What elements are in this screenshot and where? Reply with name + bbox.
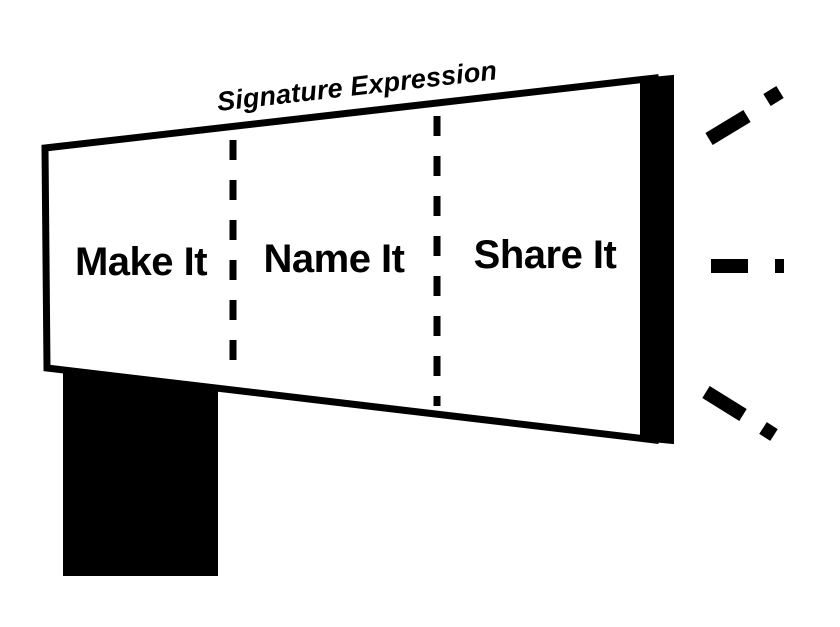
sound-wave-bottom-long [702,386,747,421]
segment-label-make-it: Make It [75,240,207,284]
segment-label-share-it: Share It [474,233,617,277]
megaphone-handle [63,368,218,576]
sound-wave-top-long [705,110,751,145]
segment-label-name-it: Name It [264,237,405,281]
sound-wave-bottom-short [759,422,778,441]
megaphone-rim [640,74,674,445]
sound-wave-top-short [763,86,784,106]
